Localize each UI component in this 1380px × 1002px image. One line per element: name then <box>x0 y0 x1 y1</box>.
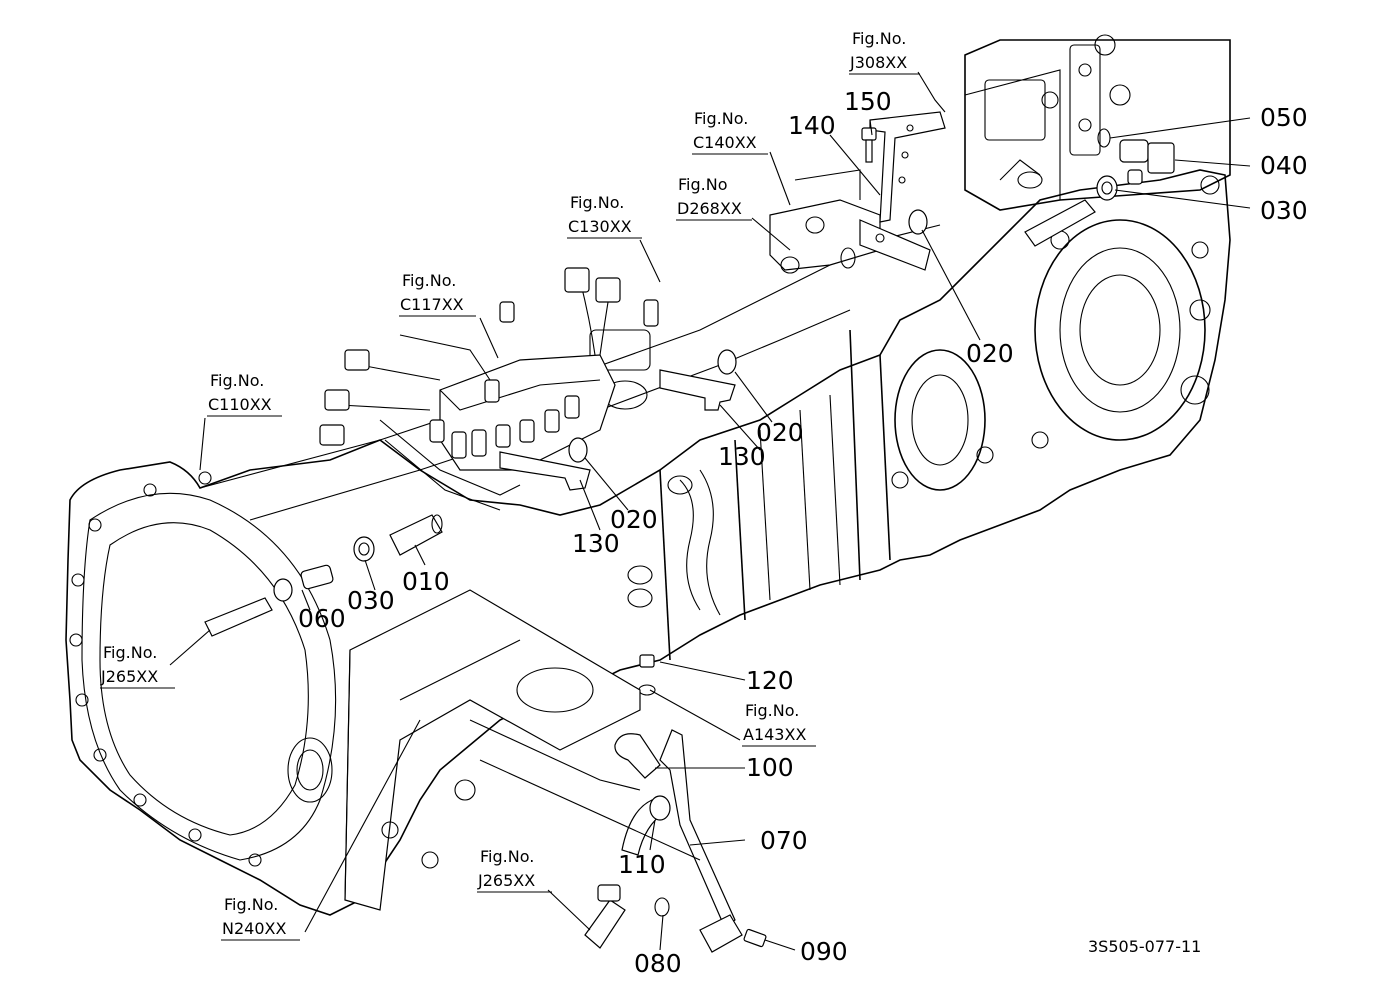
svg-text:A143XX: A143XX <box>743 725 806 744</box>
callout-120: 120 <box>746 666 794 695</box>
callout-030-upper: 030 <box>1260 196 1308 225</box>
part-090-bolt <box>743 928 767 948</box>
callout-080: 080 <box>634 949 682 978</box>
callout-130-upper: 130 <box>718 442 766 471</box>
svg-text:Fig.No.: Fig.No. <box>210 371 264 390</box>
transmission-housing <box>65 169 1231 916</box>
callout-060: 060 <box>298 604 346 633</box>
part-130-brackets <box>499 369 736 491</box>
svg-text:C140XX: C140XX <box>693 133 757 152</box>
fig-ref-c110: Fig.No. C110XX <box>207 371 282 417</box>
callout-140: 140 <box>788 111 836 140</box>
svg-text:Fig.No.: Fig.No. <box>745 701 799 720</box>
front-mounting-frame <box>344 589 701 911</box>
fig-ref-j265-bottom: Fig.No. J265XX <box>477 847 552 893</box>
fig-ref-c117: Fig.No. C117XX <box>399 271 476 317</box>
svg-text:N240XX: N240XX <box>222 919 286 938</box>
callout-110: 110 <box>618 850 666 879</box>
figure-reference-labels: Fig.No. J308XX Fig.No. C140XX Fig.No D26… <box>100 29 920 941</box>
leader-lines <box>169 71 1251 951</box>
part-020-clamps <box>568 209 928 463</box>
fig-ref-d268: Fig.No D268XX <box>676 175 752 221</box>
part-060-fitting <box>273 564 334 602</box>
drawing-number: 3S505-077-11 <box>1088 937 1201 956</box>
svg-text:C130XX: C130XX <box>568 217 632 236</box>
pipe-manifold <box>769 169 881 274</box>
callout-020-upper: 020 <box>966 339 1014 368</box>
svg-text:D268XX: D268XX <box>677 199 742 218</box>
fig-ref-a143: Fig.No. A143XX <box>742 701 816 747</box>
svg-text:Fig.No.: Fig.No. <box>480 847 534 866</box>
svg-text:Fig.No.: Fig.No. <box>694 109 748 128</box>
svg-text:J265XX: J265XX <box>477 871 535 890</box>
callout-030-lower: 030 <box>347 586 395 615</box>
svg-text:Fig.No.: Fig.No. <box>852 29 906 48</box>
svg-text:J308XX: J308XX <box>849 53 907 72</box>
svg-text:J265XX: J265XX <box>100 667 158 686</box>
callout-010: 010 <box>402 567 450 596</box>
upper-hose <box>1024 199 1096 247</box>
rear-left-pipe <box>204 597 273 637</box>
callout-020-middle: 020 <box>756 418 804 447</box>
svg-text:Fig.No.: Fig.No. <box>224 895 278 914</box>
fig-ref-j265-left: Fig.No. J265XX <box>100 643 175 689</box>
callout-130-lower: 130 <box>572 529 620 558</box>
callout-070: 070 <box>760 826 808 855</box>
callout-050: 050 <box>1260 103 1308 132</box>
callout-090: 090 <box>800 937 848 966</box>
fig-ref-n240: Fig.No. N240XX <box>221 895 300 941</box>
fig-ref-c130: Fig.No. C130XX <box>567 193 642 239</box>
hydraulic-valve-block <box>964 34 1231 211</box>
callout-100: 100 <box>746 753 794 782</box>
svg-text:Fig.No.: Fig.No. <box>570 193 624 212</box>
solenoid-valve-assembly <box>319 267 659 511</box>
callout-020-lower: 020 <box>610 505 658 534</box>
callout-150: 150 <box>844 87 892 116</box>
svg-text:C117XX: C117XX <box>400 295 464 314</box>
svg-text:Fig.No.: Fig.No. <box>103 643 157 662</box>
part-030-clamp-upper <box>1096 175 1118 201</box>
solenoid-coils <box>429 379 580 459</box>
svg-text:Fig.No: Fig.No <box>678 175 727 194</box>
part-110-hose <box>621 795 671 856</box>
svg-text:C110XX: C110XX <box>208 395 272 414</box>
part-callouts: 150 140 050 040 030 020 020 130 020 130 … <box>298 87 1308 978</box>
part-080-oring <box>654 897 670 917</box>
part-140-bracket <box>859 111 946 271</box>
fig-ref-c140: Fig.No. C140XX <box>692 109 768 155</box>
fig-ref-j308: Fig.No. J308XX <box>849 29 920 75</box>
part-040-fitting <box>1119 139 1175 185</box>
svg-text:Fig.No.: Fig.No. <box>402 271 456 290</box>
callout-040: 040 <box>1260 151 1308 180</box>
lower-hose-fitting <box>584 884 626 949</box>
part-100-clamp <box>614 733 661 779</box>
part-150-bolt <box>861 127 877 163</box>
part-070-pipe <box>659 729 743 953</box>
part-010-hose <box>389 514 443 556</box>
part-120-bolt <box>638 654 656 696</box>
part-030-clamp-lower <box>353 536 375 562</box>
